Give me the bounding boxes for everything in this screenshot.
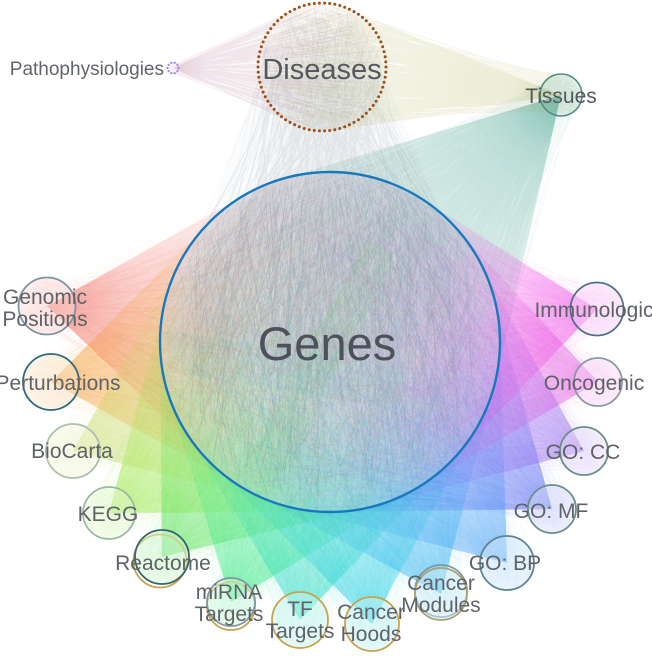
svg-text:Reactome: Reactome [115, 552, 211, 575]
svg-text:GO: BP: GO: BP [469, 552, 541, 575]
svg-text:Diseases: Diseases [262, 54, 381, 86]
svg-text:Genes: Genes [258, 317, 396, 370]
svg-text:Pathophysiologies: Pathophysiologies [10, 59, 164, 80]
svg-text:GO: MF: GO: MF [514, 500, 589, 523]
svg-text:Tissues: Tissues [525, 85, 597, 108]
svg-text:Modules: Modules [401, 594, 480, 617]
svg-text:TF: TF [287, 598, 313, 621]
svg-text:Positions: Positions [2, 308, 87, 331]
svg-text:Immunologic: Immunologic [534, 299, 652, 322]
svg-text:KEGG: KEGG [78, 503, 139, 526]
svg-text:Oncogenic: Oncogenic [544, 372, 644, 395]
svg-text:miRNA: miRNA [196, 581, 263, 604]
svg-text:Genomic: Genomic [3, 286, 87, 309]
svg-text:BioCarta: BioCarta [31, 440, 113, 463]
svg-text:Perturbations: Perturbations [0, 372, 120, 395]
svg-text:Cancer: Cancer [337, 601, 405, 624]
svg-text:Targets: Targets [195, 603, 264, 626]
svg-text:Cancer: Cancer [407, 572, 475, 595]
svg-text:GO: CC: GO: CC [546, 441, 621, 464]
svg-text:Targets: Targets [266, 620, 335, 643]
svg-text:Hoods: Hoods [341, 623, 402, 646]
